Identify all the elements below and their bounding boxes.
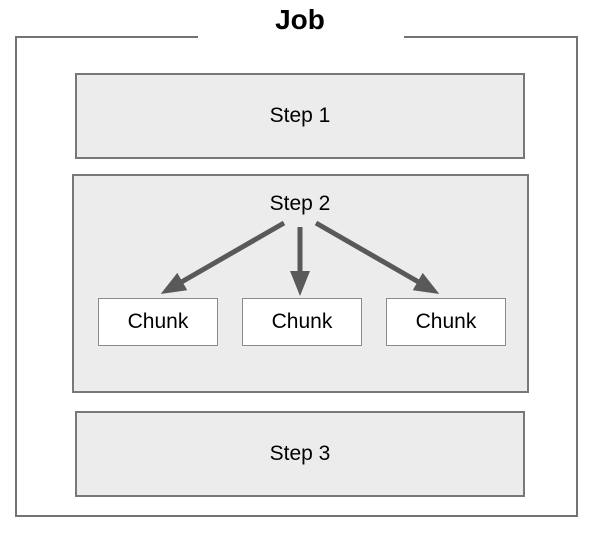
step2-label: Step 2: [269, 192, 331, 215]
chunk1-label: Chunk: [127, 310, 189, 333]
step1-label: Step 1: [269, 104, 331, 127]
step3-label: Step 3: [269, 442, 331, 465]
chunk-box-3: Chunk: [386, 298, 506, 346]
chunk-box-2: Chunk: [242, 298, 362, 346]
chunk3-label: Chunk: [415, 310, 477, 333]
chunk-box-1: Chunk: [98, 298, 218, 346]
job-title: Job: [275, 4, 325, 35]
chunk2-label: Chunk: [271, 310, 333, 333]
title-border-gap: [198, 33, 404, 41]
step1-box: Step 1: [75, 73, 525, 159]
step3-box: Step 3: [75, 411, 525, 497]
